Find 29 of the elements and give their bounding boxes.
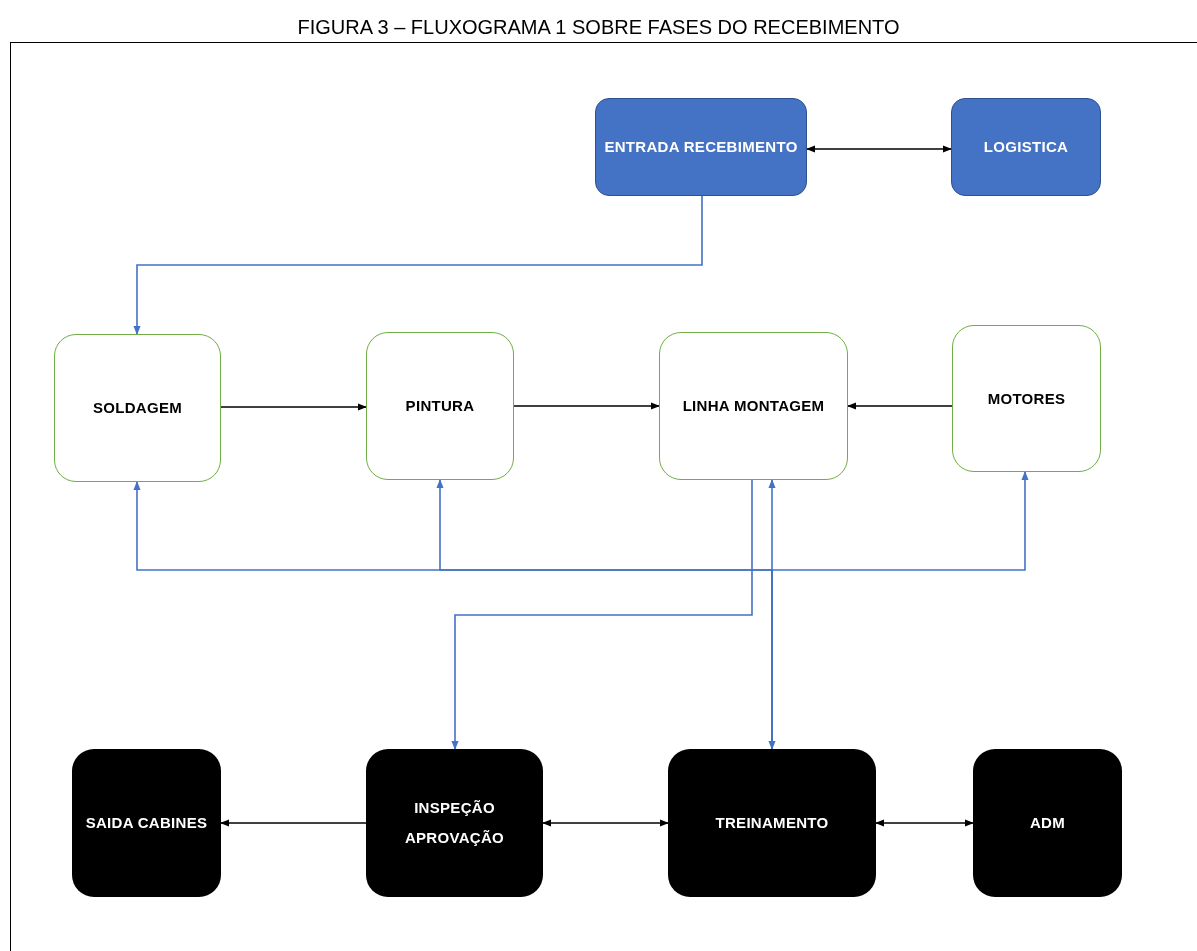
box-label: LINHA MONTAGEM xyxy=(682,396,825,416)
box-label: SOLDAGEM xyxy=(92,398,183,418)
process-box xyxy=(951,98,1101,196)
arrow xyxy=(220,819,367,827)
arrow xyxy=(847,402,953,410)
arrow xyxy=(133,195,703,335)
arrow xyxy=(542,819,669,827)
process-box xyxy=(72,749,221,897)
box-label: ADM xyxy=(1029,813,1066,833)
process-box xyxy=(595,98,807,196)
box-label: ENTRADA RECEBIMENTO xyxy=(604,137,798,157)
box-label: SAIDA CABINES xyxy=(85,813,208,833)
process-box xyxy=(366,749,543,897)
box-label: PINTURA xyxy=(405,396,475,416)
arrow xyxy=(875,819,974,827)
box-label: TREINAMENTO xyxy=(715,813,829,833)
box-label: LOGISTICA xyxy=(983,137,1069,157)
process-box xyxy=(952,325,1101,472)
arrow xyxy=(513,402,660,410)
box-label: MOTORES xyxy=(987,388,1066,409)
process-box xyxy=(668,749,876,897)
arrow xyxy=(806,145,952,153)
figure-title: FIGURA 3 – FLUXOGRAMA 1 SOBRE FASES DO RECEBIMENTO xyxy=(296,15,901,40)
box-label: INSPEÇÃO APROVAÇÃO xyxy=(403,798,506,848)
process-box xyxy=(366,332,514,480)
arrow xyxy=(220,403,367,411)
process-box xyxy=(973,749,1122,897)
process-box xyxy=(659,332,848,480)
process-box xyxy=(54,334,221,482)
